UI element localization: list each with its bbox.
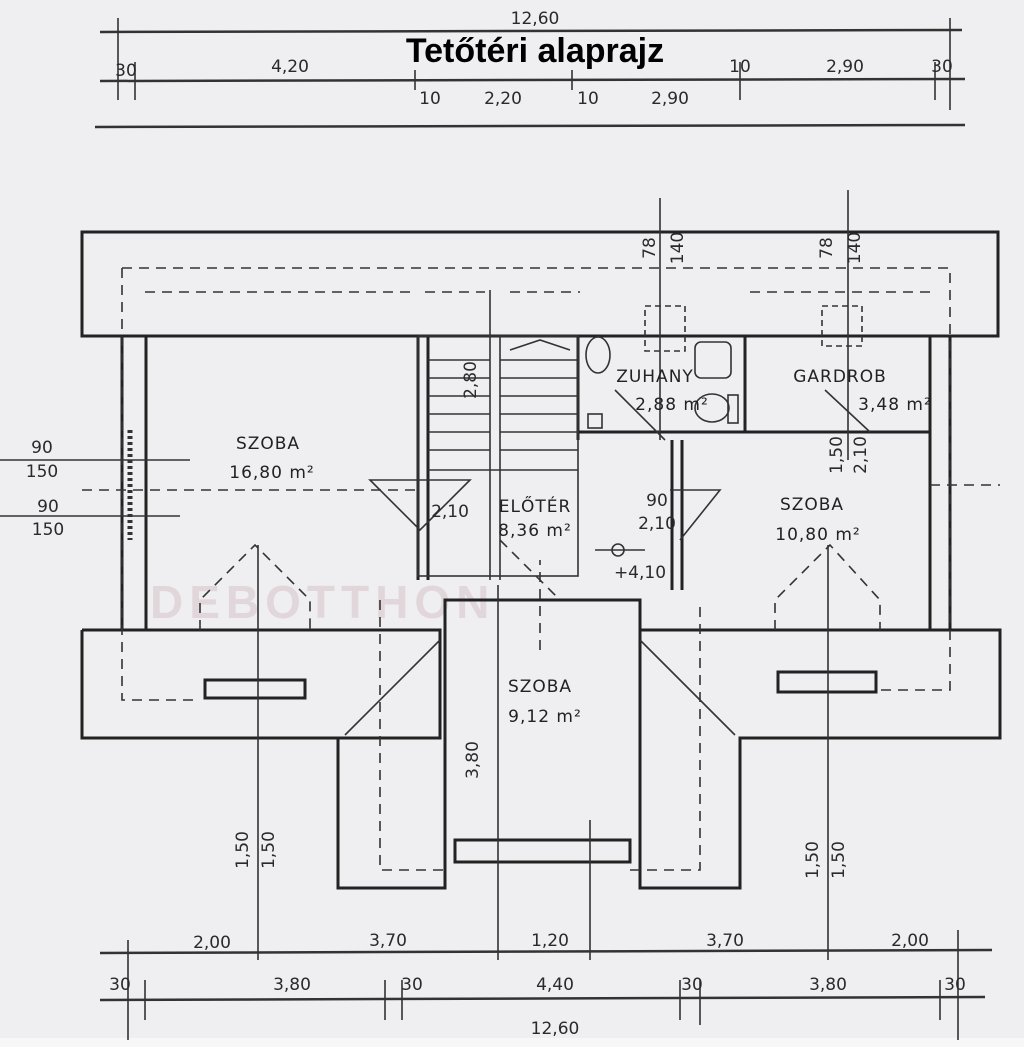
door-height-right: 2,10: [638, 514, 676, 534]
level-mark: +4,10: [614, 563, 666, 583]
watermark: DEBOTTHON: [150, 576, 495, 628]
gardrob-door-width: 1,50: [827, 436, 847, 474]
left-bottom-window-height: 1,50: [259, 831, 279, 869]
room-area-szoba-2: 10,80 m²: [775, 525, 860, 545]
room-area-zuhany: 2,88 m²: [635, 395, 709, 415]
top-dim-1: 30: [115, 61, 137, 81]
stair-height: 2,80: [461, 361, 481, 399]
door-height-left: 2,10: [431, 502, 469, 522]
chimney-1-width: 78: [640, 237, 660, 259]
top-dim-4: 2,20: [484, 89, 522, 109]
roof-outline: [0, 267, 1000, 960]
top-total-dimension: 12,60: [511, 9, 560, 29]
bottom-dim-3: 1,20: [531, 931, 569, 951]
bottom-dim-2: 3,70: [369, 931, 407, 951]
room-area-gardrob: 3,48 m²: [858, 395, 932, 415]
bottom-dim-row2-4: 4,40: [536, 975, 574, 995]
top-dim-5: 10: [577, 89, 599, 109]
room-name-eloter: ELŐTÉR: [499, 495, 572, 517]
top-dim-3: 10: [419, 89, 441, 109]
plan-title: Tetőtéri alaprajz: [406, 32, 664, 70]
chimney-1-height: 140: [668, 232, 688, 264]
bottom-total-dimension: 12,60: [531, 1019, 580, 1039]
bottom-dim-4: 3,70: [706, 931, 744, 951]
gardrob-door-height: 2,10: [851, 436, 871, 474]
left-bottom-window-width: 1,50: [233, 831, 253, 869]
top-dim-9: 30: [931, 57, 953, 77]
top-dim-8: 2,90: [826, 57, 864, 77]
bottom-dim-row2-2: 3,80: [273, 975, 311, 995]
bottom-dimension-lines: [99, 930, 993, 1040]
right-bottom-window-width: 1,50: [803, 841, 823, 879]
room-name-zuhany: ZUHANY: [616, 367, 694, 387]
room-area-eloter: 8,36 m²: [498, 521, 572, 541]
bottom-dim-5: 2,00: [891, 931, 929, 951]
bottom-dim-row2-6: 3,80: [809, 975, 847, 995]
bottom-dim-row2-1: 30: [109, 975, 131, 995]
top-dim-2: 4,20: [271, 57, 309, 77]
bottom-dim-row2-5: 30: [681, 975, 703, 995]
room-name-gardrob: GARDROB: [793, 367, 887, 387]
room-area-szoba-3: 9,12 m²: [508, 707, 582, 727]
window-width-2: 90: [37, 497, 59, 517]
room-name-szoba-1: SZOBA: [236, 434, 300, 454]
room-name-szoba-3: SZOBA: [508, 677, 572, 697]
bottom-dim-row2-3: 30: [401, 975, 423, 995]
door-width-right: 90: [646, 491, 668, 511]
top-dimension-lines: [94, 18, 966, 129]
chimney-2-width: 78: [817, 237, 837, 259]
top-dim-7: 10: [729, 57, 751, 77]
right-bottom-window-height: 1,50: [829, 841, 849, 879]
top-dim-6: 2,90: [651, 89, 689, 109]
fixtures: [127, 190, 871, 557]
center-height: 3,80: [463, 741, 483, 779]
staircase: [417, 290, 579, 580]
room-name-szoba-2: SZOBA: [780, 495, 844, 515]
bottom-dim-row2-7: 30: [944, 975, 966, 995]
window-width-1: 90: [31, 438, 53, 458]
window-height-1: 150: [26, 462, 58, 482]
window-height-2: 150: [32, 520, 64, 540]
chimney-2-height: 140: [845, 232, 865, 264]
room-area-szoba-1: 16,80 m²: [229, 463, 314, 483]
bottom-dim-1: 2,00: [193, 933, 231, 953]
